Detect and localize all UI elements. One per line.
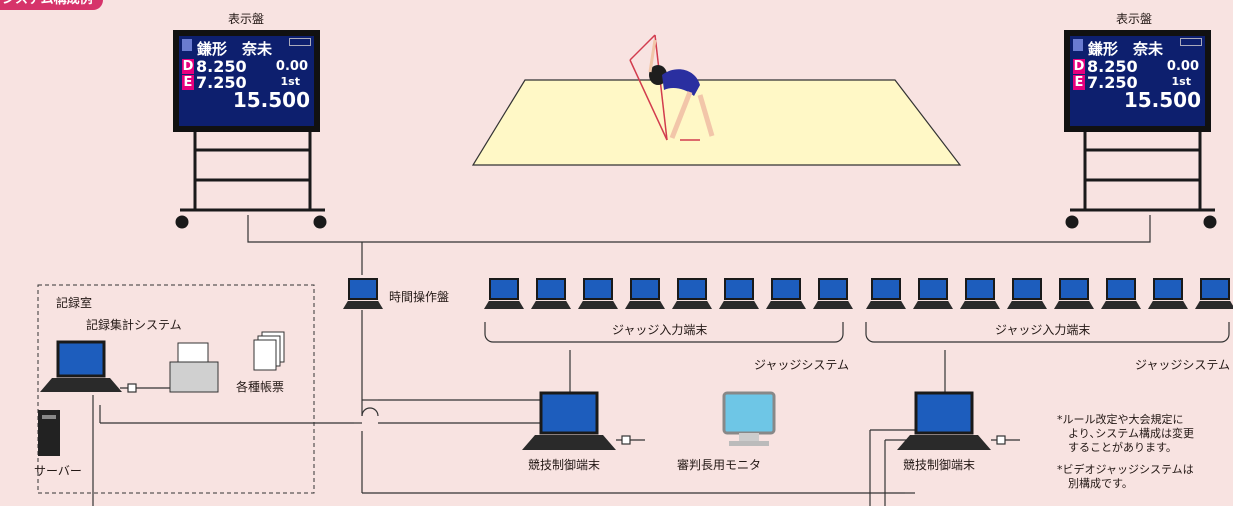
- note-line: *ルール改定や大会規定に: [1057, 413, 1184, 426]
- judge-input-terminal: [672, 278, 712, 314]
- time-control-terminal: [343, 278, 383, 314]
- judge-input-terminal: [960, 278, 1000, 314]
- total-score: 15.500: [1123, 88, 1201, 112]
- note-line: 別構成です。: [1057, 477, 1133, 490]
- records-system-label: 記録集計システム: [86, 318, 182, 332]
- display-stand-left: [175, 118, 327, 229]
- athlete-name: 鎌形 奈未: [197, 40, 273, 58]
- gymnast-figure: [629, 34, 715, 141]
- judge-system-label-1: ジャッジシステム: [754, 358, 850, 372]
- d-score-letter: D: [1073, 59, 1085, 74]
- athlete-name: 鎌形 奈未: [1088, 40, 1164, 58]
- e-score-value: 7.250: [1087, 73, 1138, 92]
- e-score-letter: E: [1073, 75, 1085, 90]
- rank-value: 1st: [1171, 75, 1191, 88]
- diagram-title-badge: システム構成例: [0, 0, 103, 10]
- judge-system-label-2: ジャッジシステム: [1135, 358, 1231, 372]
- judge-input-terminal: [866, 278, 906, 314]
- record-room-box: [37, 284, 315, 494]
- records-laptop: [40, 340, 122, 392]
- display-label-right: 表示盤: [1116, 12, 1153, 26]
- brand-logo: [1180, 38, 1202, 46]
- time-control-label: 時間操作盤: [389, 290, 450, 304]
- judge-input-terminal: [578, 278, 618, 314]
- control-laptop-right: [897, 391, 991, 450]
- total-score: 15.500: [232, 88, 310, 112]
- d-score-value: 8.250: [196, 57, 247, 76]
- e-score-value: 7.250: [196, 73, 247, 92]
- head-judge-monitor-label: 審判長用モニタ: [677, 458, 762, 472]
- notes: *ルール改定や大会規定に より､システム構成は変更 することがあります。 *ビデ…: [1057, 413, 1194, 499]
- judge-terminals-label-1: ジャッジ入力端末: [612, 323, 708, 337]
- judge-input-terminal: [813, 278, 853, 314]
- display-label-left: 表示盤: [228, 12, 265, 26]
- judge-input-terminal: [719, 278, 759, 314]
- athlete-icon: [182, 39, 192, 51]
- plug-icons: [120, 383, 1020, 445]
- record-room-title: 記録室: [56, 296, 93, 310]
- judge-input-terminal: [1148, 278, 1188, 314]
- judge-input-terminal: [531, 278, 571, 314]
- d-score-letter: D: [182, 59, 194, 74]
- scoreboard-left: 鎌形 奈未 D 8.250 E 7.250 0.00 1st 15.500: [173, 30, 320, 132]
- note-line: することがあります。: [1057, 441, 1177, 454]
- head-judge-monitor-shape: [722, 391, 776, 446]
- control-laptop-left: [522, 391, 616, 450]
- scoreboard-right: 鎌形 奈未 D 8.250 E 7.250 0.00 1st 15.500: [1064, 30, 1211, 132]
- judge-input-terminal: [1101, 278, 1141, 314]
- note-line: *ビデオジャッジシステムは: [1057, 463, 1194, 476]
- gym-floor: [471, 79, 962, 166]
- e-score-letter: E: [182, 75, 194, 90]
- note-line: より､システム構成は変更: [1057, 427, 1194, 440]
- control-terminal-label-left: 競技制御端末: [528, 458, 601, 472]
- printer: [169, 342, 219, 393]
- rank-value: 1st: [280, 75, 300, 88]
- penalty-value: 0.00: [1166, 59, 1199, 74]
- network-lines: [92, 215, 1230, 506]
- judge-input-terminal: [1054, 278, 1094, 314]
- penalty-value: 0.00: [275, 59, 308, 74]
- display-stand-right: [1065, 118, 1217, 229]
- judge-input-terminal: [484, 278, 524, 314]
- judge-input-terminal: [625, 278, 665, 314]
- judge-terminals-label-2: ジャッジ入力端末: [995, 323, 1091, 337]
- judge-input-terminal: [766, 278, 806, 314]
- judge-input-terminal: [913, 278, 953, 314]
- server: [38, 410, 60, 456]
- judge-input-terminal: [1195, 278, 1233, 314]
- d-score-value: 8.250: [1087, 57, 1138, 76]
- brand-logo: [289, 38, 311, 46]
- forms-label: 各種帳票: [236, 380, 285, 394]
- judge-input-terminal: [1007, 278, 1047, 314]
- server-label: サーバー: [34, 464, 82, 478]
- forms-stack: [253, 331, 285, 371]
- athlete-icon: [1073, 39, 1083, 51]
- control-terminal-label-right: 競技制御端末: [903, 458, 976, 472]
